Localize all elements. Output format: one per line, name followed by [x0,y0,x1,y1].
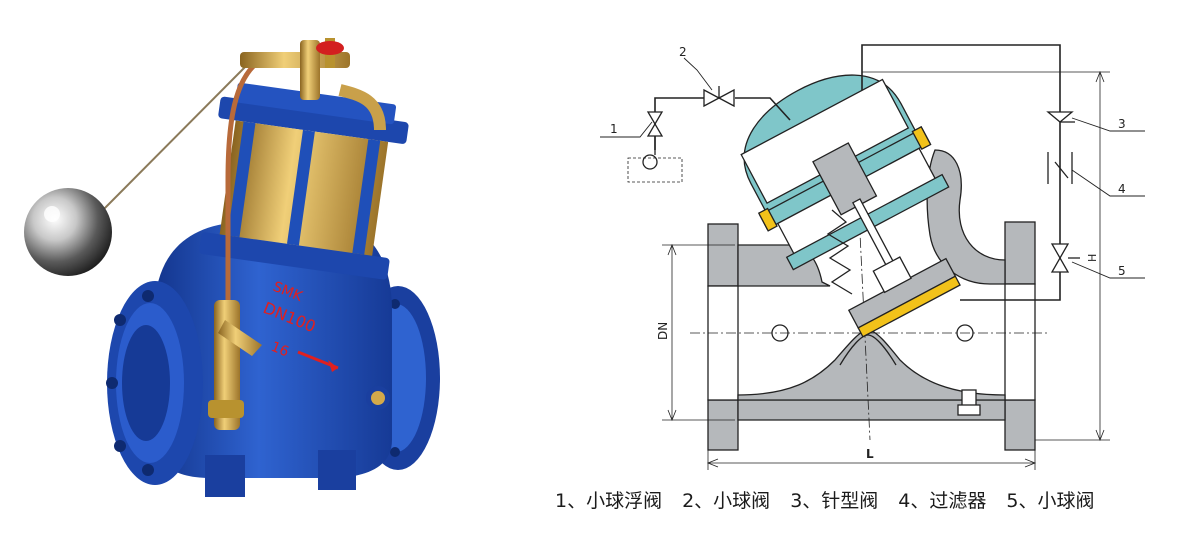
dim-label-l: L [866,447,874,461]
legend-item-3: 3、针型阀 [790,489,879,512]
pilot-tube [225,60,260,300]
strainer-symbol [1047,152,1073,184]
float-rod [94,59,253,219]
valve-disc [847,256,961,338]
ball-valve-symbol-2 [703,86,735,108]
callout-3: 3 [1118,117,1126,131]
ball-valve-symbol-5 [1050,243,1080,273]
legend-item-2: 2、小球阀 [682,489,771,512]
legend-item-4: 4、过滤器 [898,489,987,512]
dim-label-h: H [1086,254,1099,262]
callout-2: 2 [679,45,687,59]
inlet-flange-section [707,223,739,451]
external-pipe-loop [861,44,1061,301]
strainer-assembly [208,300,262,430]
dimension-dn [662,243,735,422]
inlet-flange [106,281,203,485]
legend: 1、小球浮阀 2、小球阀 3、针型阀 4、过滤器 5、小球阀 [555,482,1195,516]
pilot-valve [240,38,386,131]
handwheel [316,41,344,55]
needle-valve-symbol [1046,111,1075,123]
cover-chamber [740,74,950,301]
dimension-l [706,448,1037,470]
legend-item-1: 1、小球浮阀 [555,489,663,512]
outlet-flange-section [1004,221,1036,451]
legend-item-5: 5、小球阀 [1006,489,1095,512]
dim-label-dn: DN [656,322,670,340]
bonnet-assembly [199,82,409,280]
spring [826,209,853,295]
valve-photo: SMK DN100 16 [24,38,440,497]
dimension-h [862,70,1110,442]
section-drawing [600,44,1145,470]
callout-labels: 1 2 3 4 5 [610,45,1126,278]
float-valve-symbol [627,111,683,183]
callout-5: 5 [1118,264,1126,278]
callout-4: 4 [1118,182,1126,196]
float-ball [24,188,112,276]
callout-1: 1 [610,122,618,136]
nameplate-pressure: 16 [269,339,292,361]
